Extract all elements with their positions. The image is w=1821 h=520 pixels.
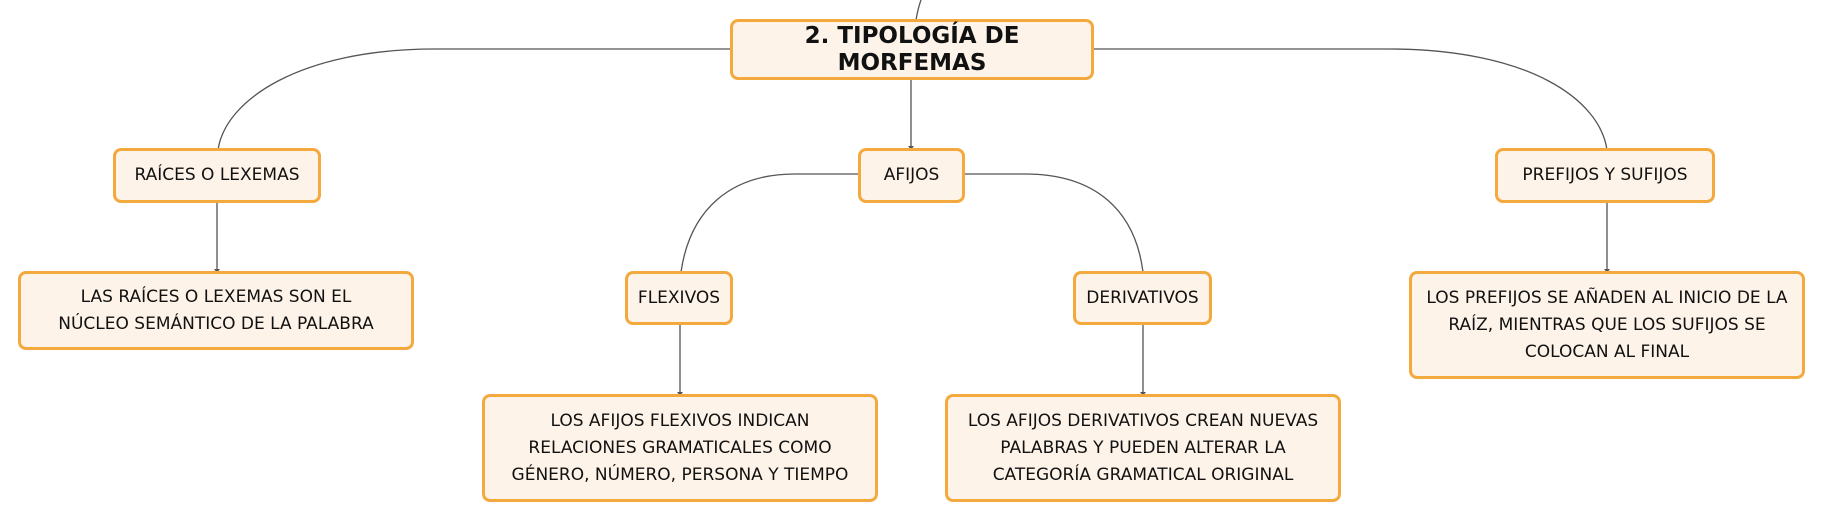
prefijos-sufijos-description-text: LOS PREFIJOS SE AÑADEN AL INICIO DE LA R… bbox=[1426, 287, 1788, 362]
connector-root-incoming bbox=[915, 0, 922, 21]
derivativos-node[interactable]: DERIVATIVOS bbox=[1073, 271, 1212, 325]
afijos-node[interactable]: AFIJOS bbox=[858, 148, 965, 203]
root-node[interactable]: 2. TIPOLOGÍA DE MORFEMAS bbox=[730, 19, 1094, 80]
flexivos-description-text: LOS AFIJOS FLEXIVOS INDICAN RELACIONES G… bbox=[511, 410, 849, 485]
raices-node-label: RAÍCES O LEXEMAS bbox=[134, 165, 300, 185]
flexivos-node[interactable]: FLEXIVOS bbox=[625, 271, 733, 325]
afijos-node-label: AFIJOS bbox=[883, 165, 940, 185]
derivativos-description-text: LOS AFIJOS DERIVATIVOS CREAN NUEVAS PALA… bbox=[967, 410, 1319, 485]
root-node-label: 2. TIPOLOGÍA DE MORFEMAS bbox=[804, 22, 1020, 76]
connector-afijos-flexivos bbox=[680, 173, 860, 273]
connector-afijos-derivativos bbox=[964, 173, 1144, 273]
prefijos-sufijos-node-label: PREFIJOS Y SUFIJOS bbox=[1522, 165, 1688, 185]
connector-root-prefijos bbox=[1093, 48, 1608, 151]
connector-root-raices bbox=[217, 48, 732, 151]
derivativos-node-label: DERIVATIVOS bbox=[1086, 287, 1199, 308]
prefijos-sufijos-description[interactable]: LOS PREFIJOS SE AÑADEN AL INICIO DE LA R… bbox=[1409, 271, 1805, 379]
prefijos-sufijos-node[interactable]: PREFIJOS Y SUFIJOS bbox=[1495, 148, 1715, 203]
raices-node[interactable]: RAÍCES O LEXEMAS bbox=[113, 148, 321, 203]
derivativos-description[interactable]: LOS AFIJOS DERIVATIVOS CREAN NUEVAS PALA… bbox=[945, 394, 1341, 502]
flexivos-description[interactable]: LOS AFIJOS FLEXIVOS INDICAN RELACIONES G… bbox=[482, 394, 878, 502]
raices-description-text: LAS RAÍCES O LEXEMAS SON EL NÚCLEO SEMÁN… bbox=[58, 286, 374, 334]
raices-description[interactable]: LAS RAÍCES O LEXEMAS SON EL NÚCLEO SEMÁN… bbox=[18, 271, 414, 350]
flexivos-node-label: FLEXIVOS bbox=[637, 287, 721, 308]
